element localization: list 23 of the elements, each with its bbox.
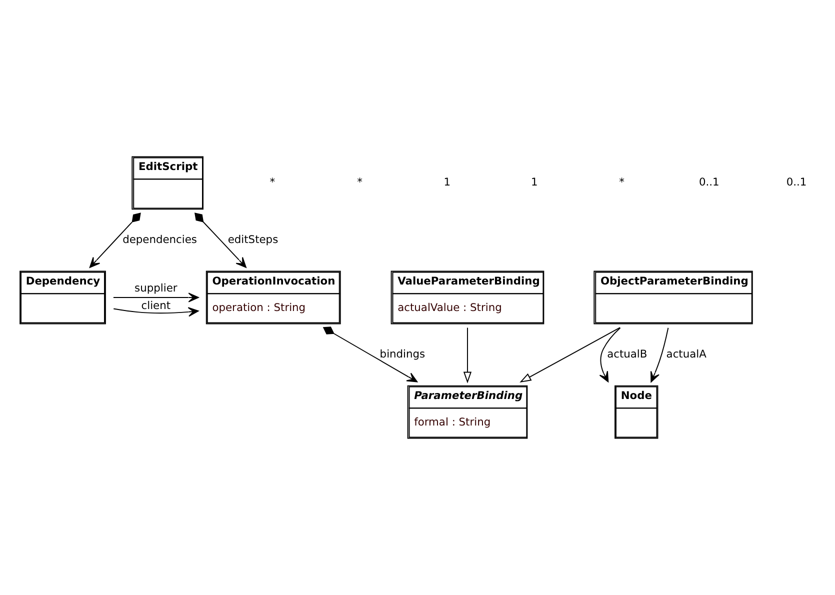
arrow — [322, 326, 418, 382]
label: 1 — [531, 176, 538, 189]
label: * — [270, 176, 276, 189]
arrow — [520, 327, 620, 383]
label: 0..1 — [698, 176, 720, 189]
label: 1 — [444, 176, 450, 189]
label: * — [357, 176, 362, 189]
label: * — [619, 176, 624, 189]
edge-label: editSteps — [228, 232, 278, 246]
arrow — [650, 327, 669, 382]
arrow — [463, 327, 472, 384]
arrow — [113, 307, 199, 317]
edge-label: dependencies — [122, 232, 198, 246]
arrow — [599, 327, 621, 382]
arrow — [112, 292, 199, 302]
edge-label: bindings — [380, 347, 426, 360]
edge-label: client — [141, 298, 171, 312]
arrow — [89, 212, 141, 268]
edge-label: actualB — [607, 347, 648, 360]
label: 0..1 — [786, 176, 807, 189]
arrow — [194, 212, 246, 268]
edge-label: supplier — [134, 281, 178, 294]
edge-label: actualA — [666, 347, 706, 360]
